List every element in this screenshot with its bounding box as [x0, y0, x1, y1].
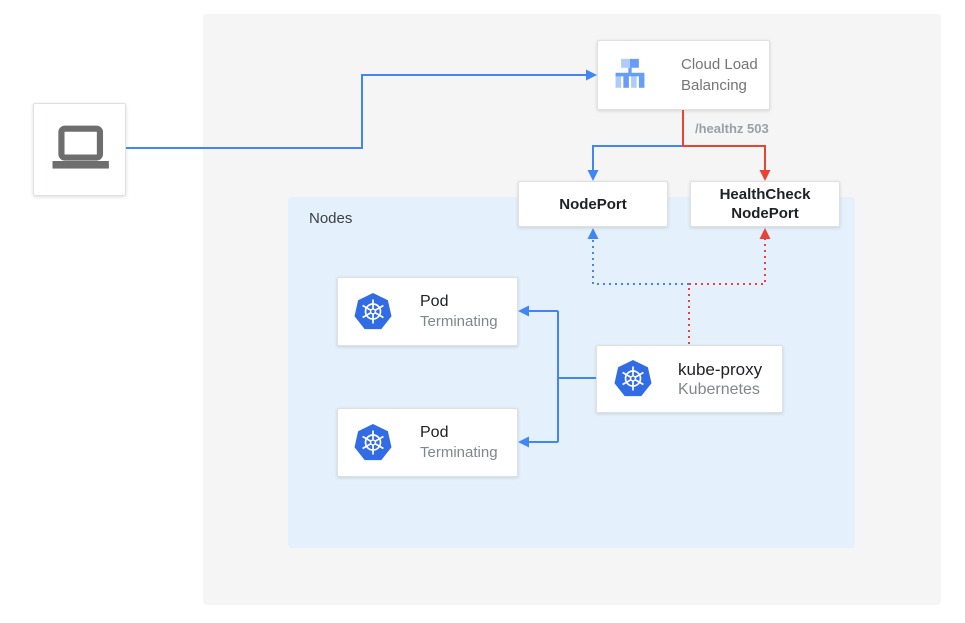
- pod-title: Pod: [420, 424, 449, 441]
- nodeport-node: NodePort: [518, 181, 668, 227]
- pod-status: Terminating: [420, 313, 498, 330]
- cloud-load-balancing-label: Cloud Load Balancing: [681, 56, 758, 94]
- pod-1-node: Pod Terminating: [337, 277, 518, 346]
- nodeport-label: NodePort: [559, 195, 627, 213]
- kubernetes-icon: [353, 423, 393, 463]
- pod-title: Pod: [420, 293, 449, 310]
- nodes-group-label: Nodes: [309, 210, 353, 227]
- cloud-load-balancing-node: Cloud Load Balancing: [597, 40, 770, 110]
- kubernetes-icon: [613, 359, 653, 399]
- healthz-status-label: /healthz 503: [695, 121, 769, 136]
- pod-text: Pod Terminating: [420, 422, 498, 463]
- healthcheck-nodeport-node: HealthCheck NodePort: [690, 181, 840, 227]
- pod-status: Terminating: [420, 444, 498, 461]
- pod-2-node: Pod Terminating: [337, 408, 518, 477]
- kube-proxy-title: kube-proxy: [678, 359, 763, 379]
- kube-proxy-text: kube-proxy Kubernetes: [678, 359, 762, 400]
- kube-proxy-node: kube-proxy Kubernetes: [596, 345, 783, 413]
- client-node: [33, 103, 126, 196]
- kubernetes-icon: [353, 292, 393, 332]
- pod-text: Pod Terminating: [420, 291, 498, 332]
- load-balancer-icon: [610, 55, 650, 95]
- kube-proxy-subtitle: Kubernetes: [678, 380, 760, 398]
- laptop-icon: [47, 117, 113, 183]
- healthcheck-nodeport-label: HealthCheck NodePort: [719, 186, 811, 222]
